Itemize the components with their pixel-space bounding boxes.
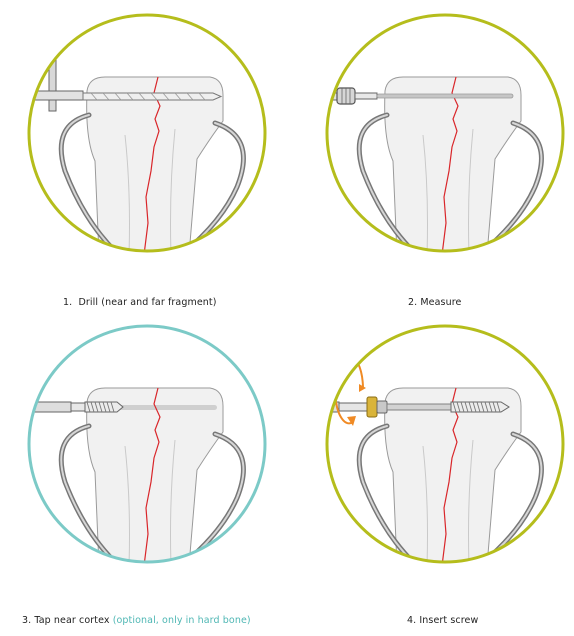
tibia-bone <box>86 76 224 251</box>
step-3-label: Tap near cortex <box>34 615 110 626</box>
step-4-illustration <box>325 324 565 564</box>
fracture-line <box>143 387 161 562</box>
step-4-caption: 4. Insert screw <box>407 615 478 626</box>
step-3-ring <box>27 324 267 564</box>
fracture-line <box>441 76 459 251</box>
step-3-caption: 3. Tap near cortex (optional, only in ha… <box>22 615 251 626</box>
step-1-illustration <box>27 13 267 253</box>
step-3-number: 3. <box>22 615 32 626</box>
washer-icon <box>366 396 378 418</box>
step-1-ring <box>27 13 267 253</box>
drill-bit-icon <box>29 48 223 112</box>
step-1-label: Drill (near and far fragment) <box>78 297 217 308</box>
tibia-bone <box>384 387 522 562</box>
step-1-caption: 1. Drill (near and far fragment) <box>63 297 217 308</box>
step-2-number: 2. <box>408 297 418 308</box>
step-2-label: Measure <box>420 297 462 308</box>
step-4-ring <box>325 324 565 564</box>
step-4-label: Insert screw <box>419 615 479 626</box>
step-2-illustration <box>325 13 565 253</box>
step-3-illustration <box>27 324 267 564</box>
step-2-ring <box>325 13 565 253</box>
step-4-number: 4. <box>407 615 417 626</box>
step-2-caption: 2. Measure <box>408 297 461 308</box>
tibia-bone <box>384 76 522 251</box>
step-1-number: 1. <box>63 297 73 308</box>
step-3-note: (optional, only in hard bone) <box>112 615 251 626</box>
drilled-hole <box>117 405 217 410</box>
tap-icon <box>29 401 124 413</box>
tibia-bone <box>86 387 224 562</box>
